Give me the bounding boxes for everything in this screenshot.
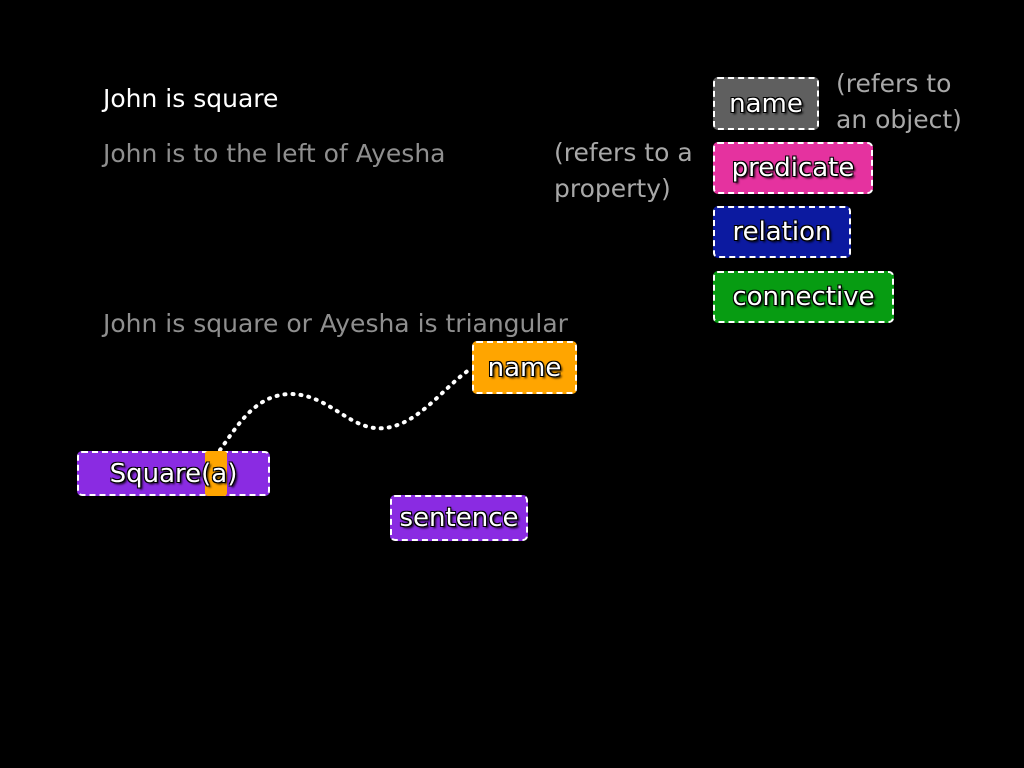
- legend-connective-box: connective: [713, 271, 894, 323]
- formula-box[interactable]: Square(a): [77, 451, 270, 496]
- predicate-note: (refers to a property): [554, 135, 693, 207]
- legend-predicate-box: predicate: [713, 142, 873, 194]
- sentence-john-left-of-ayesha: John is to the left of Ayesha: [103, 139, 446, 168]
- name-note: (refers to an object): [836, 66, 962, 138]
- argument-highlight: [205, 451, 227, 496]
- sentence-box[interactable]: sentence: [390, 495, 528, 541]
- predicate-note-line1: (refers to a: [554, 138, 693, 167]
- sentence-john-is-square: John is square: [103, 84, 279, 113]
- legend-relation-box: relation: [713, 206, 851, 258]
- predicate-note-line2: property): [554, 174, 671, 203]
- legend-name-box: name: [713, 77, 819, 130]
- name-note-line1: (refers to: [836, 69, 952, 98]
- formula-text: Square(a): [109, 458, 238, 489]
- name-note-line2: an object): [836, 105, 962, 134]
- diagram-name-box[interactable]: name: [472, 341, 577, 394]
- sentence-square-or-triangular: John is square or Ayesha is triangular: [103, 309, 568, 338]
